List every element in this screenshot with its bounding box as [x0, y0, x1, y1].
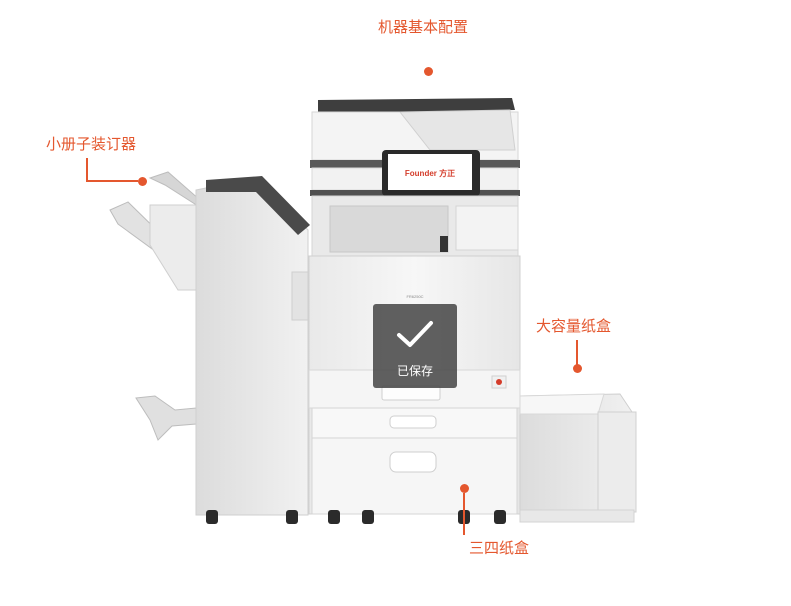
control-panel: Founder 方正	[382, 150, 480, 196]
finisher-trays	[109, 171, 201, 441]
marker-four-trays	[460, 484, 469, 493]
finisher-body	[195, 176, 310, 524]
toast-message: 已保存	[396, 364, 433, 378]
check-icon	[397, 321, 433, 347]
leader-line-large-tray	[576, 340, 578, 366]
main-unit-body: FR6250C	[308, 255, 521, 524]
model-label: FR6250C	[406, 294, 423, 299]
label-base-config: 机器基本配置	[378, 18, 469, 36]
leader-line-booklet-horizontal	[86, 180, 138, 182]
label-large-capacity-tray: 大容量纸盒	[536, 317, 612, 335]
large-capacity-tray	[519, 393, 637, 523]
leader-line-four-trays	[463, 493, 465, 535]
marker-booklet-finisher	[138, 177, 147, 186]
main-unit-middle	[311, 195, 519, 257]
brand-logo: Founder 方正	[405, 168, 455, 178]
marker-base-config	[424, 67, 433, 76]
label-booklet-finisher: 小册子装订器	[46, 135, 137, 153]
leader-line-booklet-vertical	[86, 158, 88, 182]
marker-large-capacity-tray	[573, 364, 582, 373]
saved-toast: 已保存	[373, 304, 457, 388]
label-four-trays: 三四纸盒	[469, 539, 530, 557]
